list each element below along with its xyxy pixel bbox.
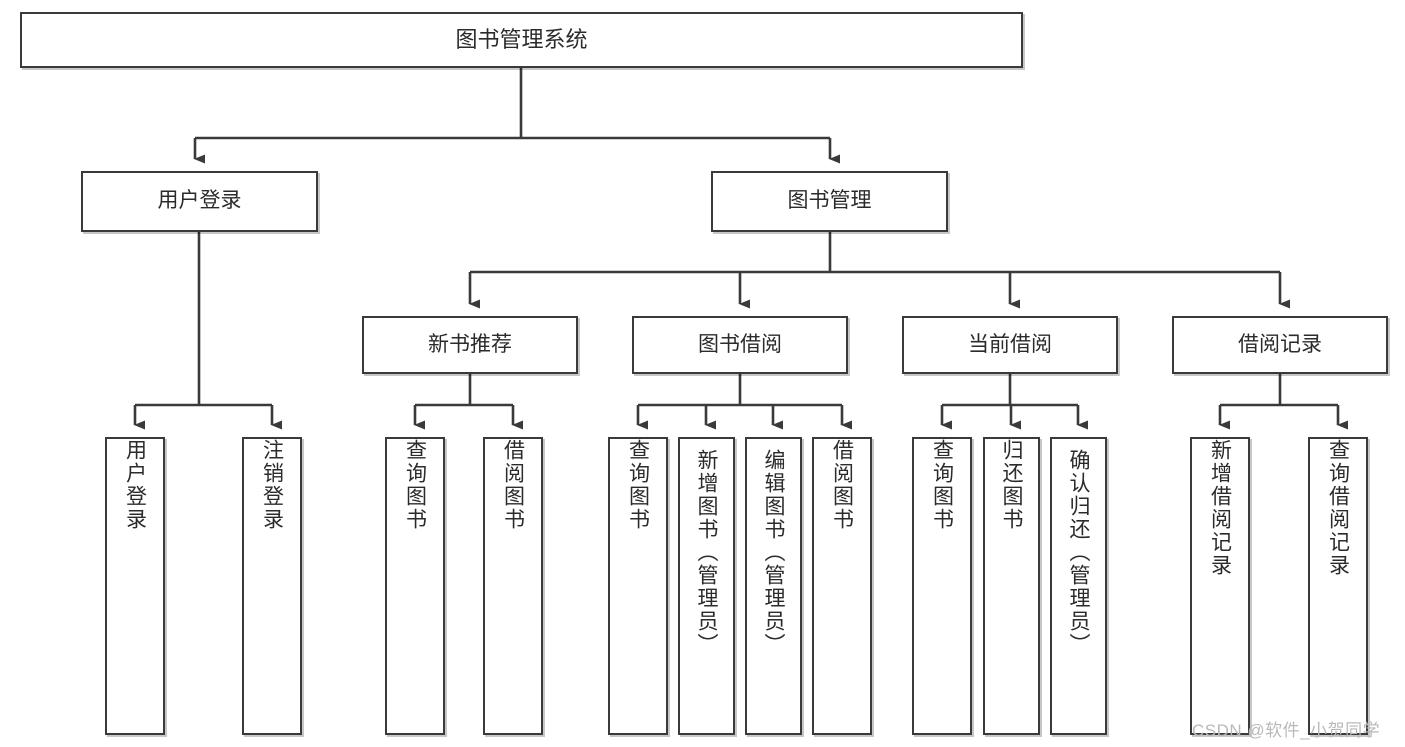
node-user-login[interactable]: 用户登录: [81, 171, 318, 232]
node-current-borrow[interactable]: 当前借阅: [902, 316, 1118, 374]
csdn-watermark: CSDN @软件_小贺同学: [1192, 721, 1381, 740]
node-leaf-confirm-return-admin[interactable]: 确认归还（管理员）: [1050, 437, 1107, 735]
node-label: 归还图书: [1000, 439, 1023, 531]
node-leaf-borrow-book[interactable]: 借阅图书: [812, 437, 872, 735]
node-leaf-user-login[interactable]: 用户登录: [105, 437, 165, 735]
node-label: 借阅图书: [830, 439, 854, 531]
node-label: 图书借阅: [698, 332, 782, 356]
node-leaf-query-book-borrow[interactable]: 查询图书: [608, 437, 668, 735]
node-label: 图书管理系统: [455, 27, 588, 53]
node-label: 用户登录: [157, 189, 242, 213]
node-label: 借阅记录: [1238, 332, 1322, 356]
node-label: 借阅图书: [501, 439, 525, 531]
node-leaf-add-borrow-record[interactable]: 新增借阅记录: [1190, 437, 1250, 735]
node-label: 查询图书: [930, 439, 954, 531]
node-leaf-query-borrow-record[interactable]: 查询借阅记录: [1308, 437, 1368, 735]
node-leaf-return-book[interactable]: 归还图书: [983, 437, 1040, 735]
node-label: 查询图书: [626, 439, 650, 531]
node-root-book-management-system[interactable]: 图书管理系统: [20, 12, 1023, 68]
node-leaf-query-book-current[interactable]: 查询图书: [912, 437, 972, 735]
node-label: 新书推荐: [428, 332, 512, 356]
node-label: 查询借阅记录: [1326, 439, 1350, 577]
node-leaf-query-book-recommend[interactable]: 查询图书: [385, 437, 445, 735]
node-label: 新增借阅记录: [1208, 439, 1232, 577]
node-label: 查询图书: [403, 439, 427, 531]
node-label: 当前借阅: [968, 332, 1052, 356]
node-new-book-recommend[interactable]: 新书推荐: [362, 316, 578, 374]
node-label: 新增图书（管理员）: [695, 449, 718, 656]
node-leaf-logout-login[interactable]: 注销登录: [242, 437, 302, 735]
node-label: 确认归还（管理员）: [1067, 449, 1090, 656]
node-borrow-record[interactable]: 借阅记录: [1172, 316, 1388, 374]
node-label: 图书管理: [787, 189, 872, 213]
node-label: 注销登录: [260, 439, 284, 531]
node-leaf-borrow-book-recommend[interactable]: 借阅图书: [483, 437, 543, 735]
node-leaf-edit-book-admin[interactable]: 编辑图书（管理员）: [745, 437, 802, 735]
node-leaf-add-book-admin[interactable]: 新增图书（管理员）: [678, 437, 735, 735]
node-book-management[interactable]: 图书管理: [711, 171, 948, 232]
node-book-borrow[interactable]: 图书借阅: [632, 316, 848, 374]
node-label: 编辑图书（管理员）: [762, 449, 785, 656]
node-label: 用户登录: [123, 439, 147, 531]
